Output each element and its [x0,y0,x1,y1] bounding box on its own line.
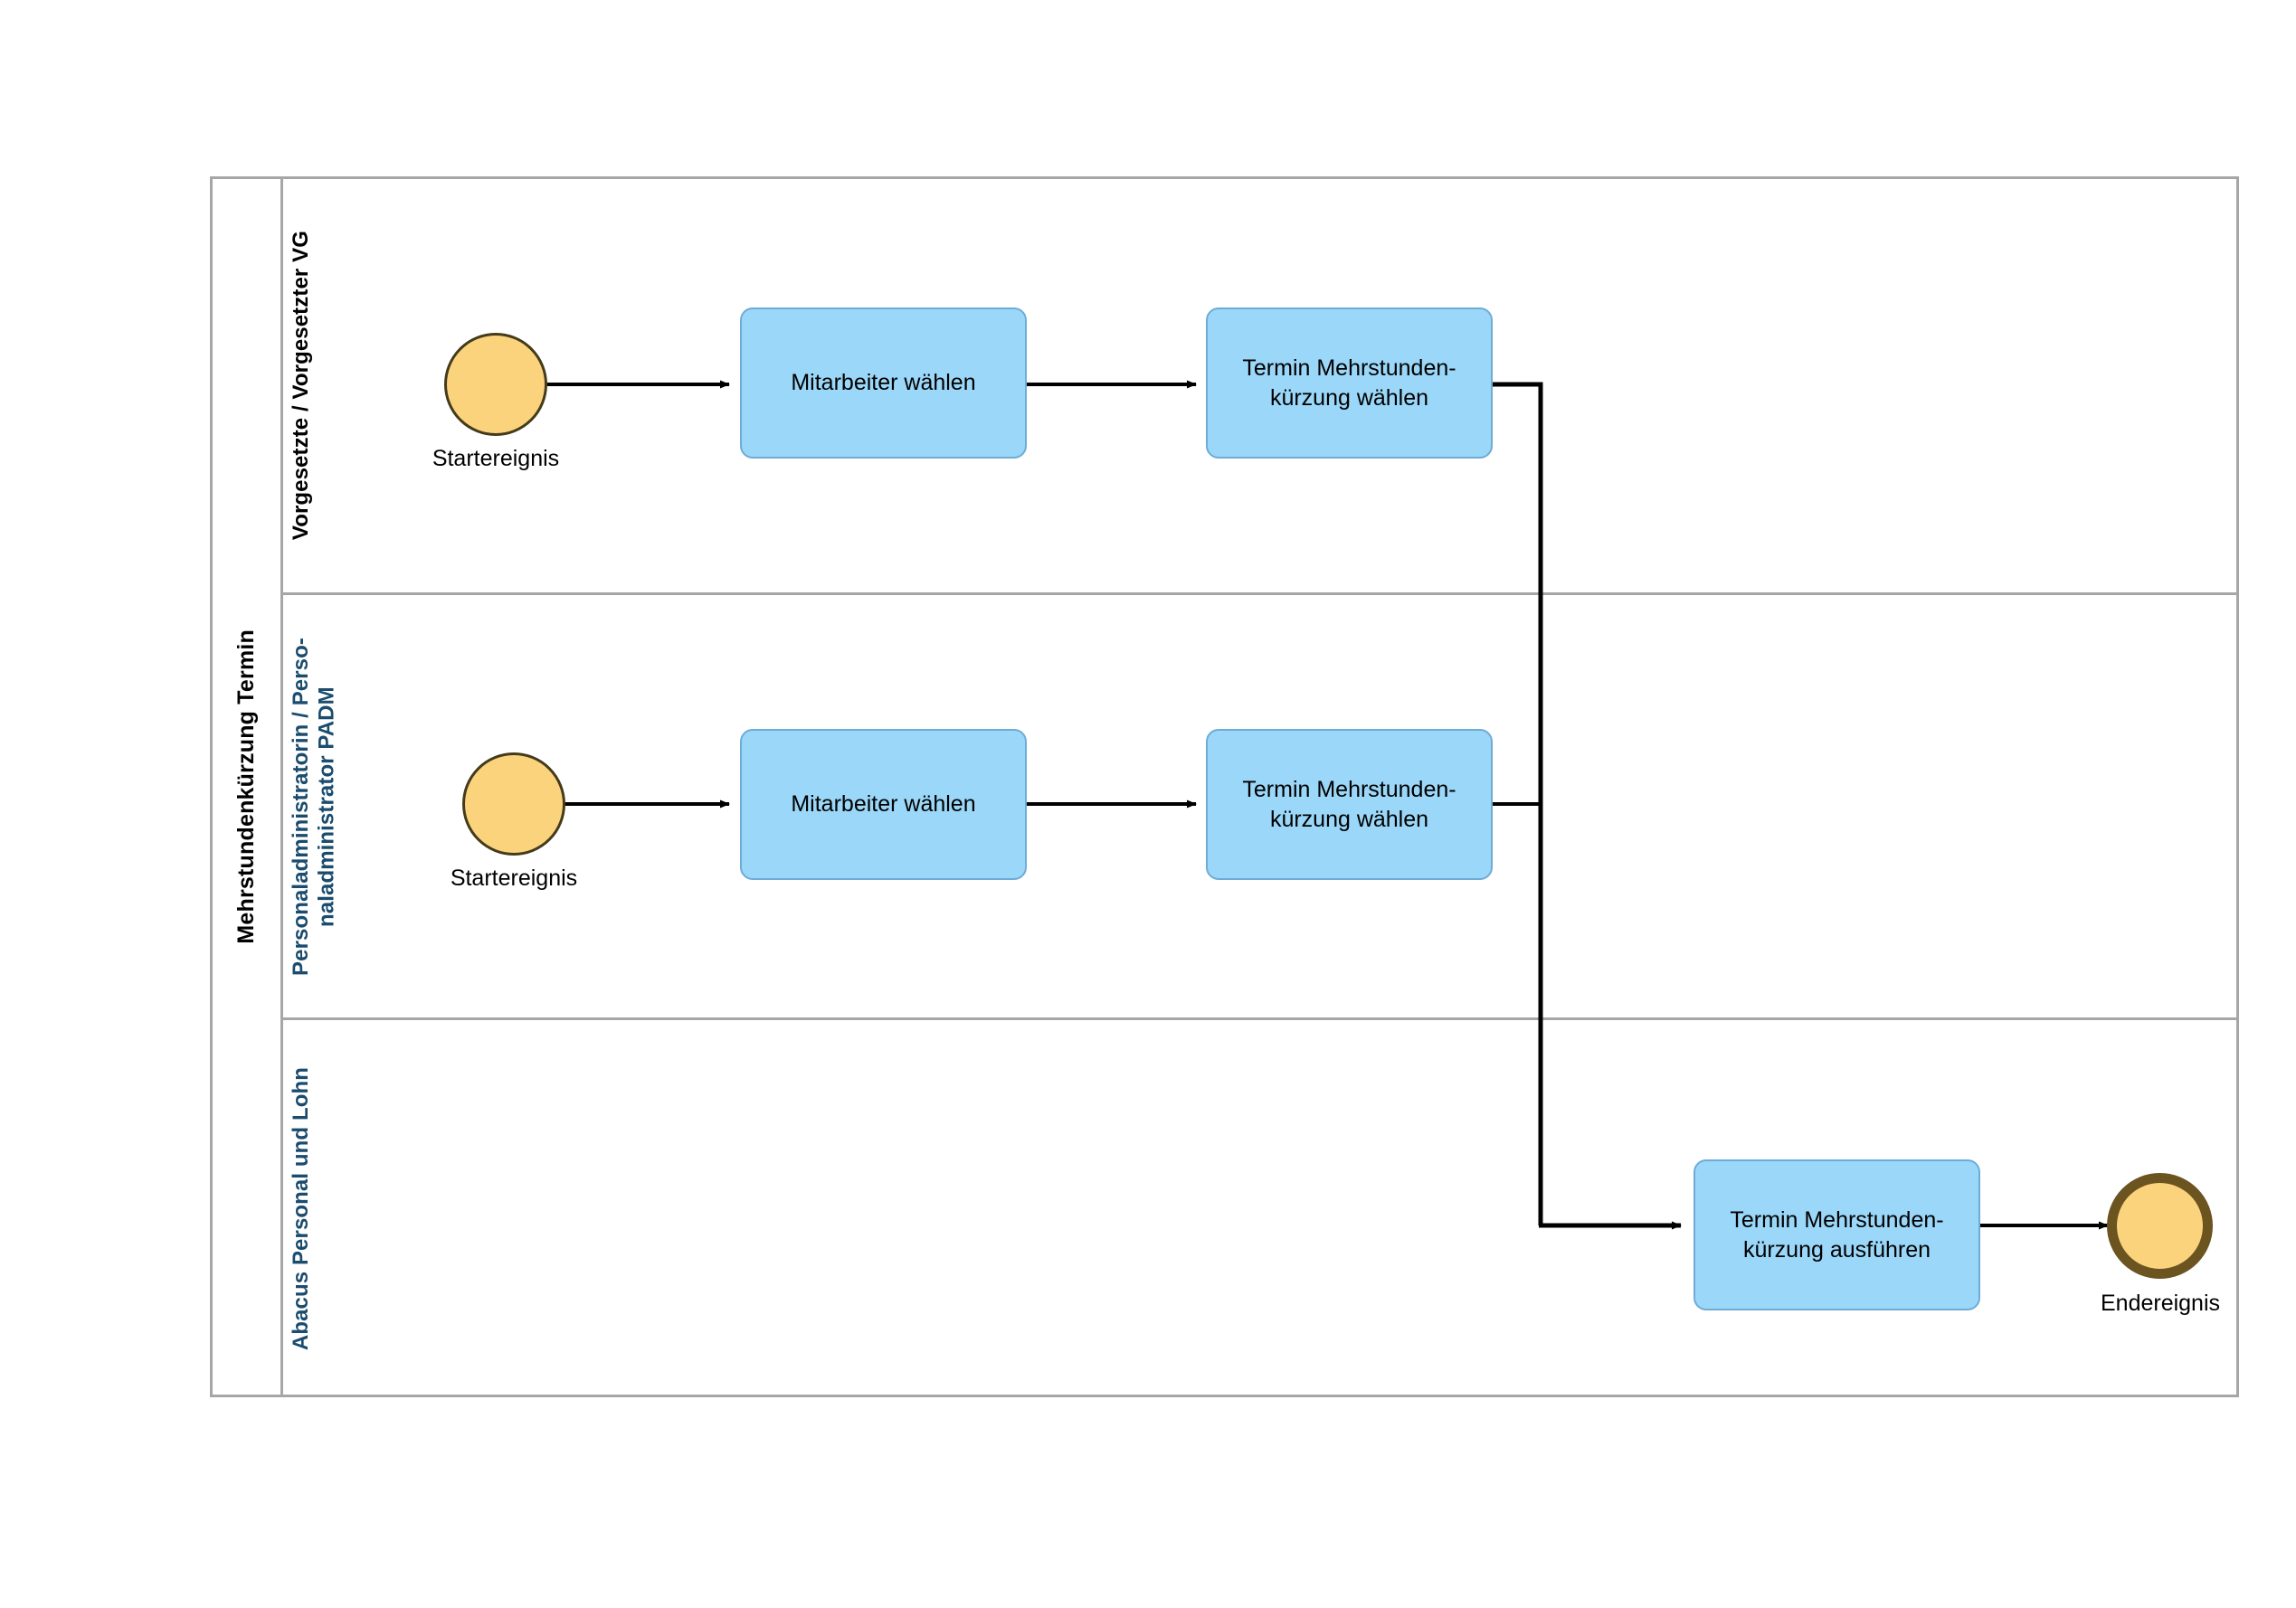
start-event-padm[interactable] [462,752,565,856]
task-abacus-termin-mehrstundenkuerzung-ausfuehren[interactable]: Termin Mehrstunden- kürzung ausführen [1694,1159,1980,1310]
start-event-padm-label: Startereignis [450,865,578,891]
lane-header-vorgesetzte-vg: Vorgesetzte / Vorgesetzter VG [283,179,374,592]
lane-title-personaladministrator-padm: Personaladministratorin / Perso- naladmi… [289,637,339,976]
lane-title-abacus-personal-und-lohn: Abacus Personal und Lohn [289,1066,313,1351]
task-padm-mitarbeiter-waehlen[interactable]: Mitarbeiter wählen [740,729,1027,880]
pool-title: Mehrstundenkürzung Termin [233,629,259,944]
start-event-vg-label: Startereignis [432,446,560,471]
pool-header: Mehrstundenkürzung Termin [213,179,283,1395]
end-event-abacus-label: Endereignis [2100,1291,2221,1316]
lane-abacus-personal-und-lohn[interactable]: Abacus Personal und Lohn [283,1017,2236,1397]
start-event-vg[interactable] [444,333,547,436]
lane-personaladministrator-padm[interactable]: Personaladministratorin / Perso- naladmi… [283,592,2236,1017]
end-event-abacus[interactable] [2107,1173,2213,1279]
task-vg-mitarbeiter-waehlen[interactable]: Mitarbeiter wählen [740,307,1027,459]
lane-header-personaladministrator-padm: Personaladministratorin / Perso- naladmi… [283,595,374,1017]
lane-header-abacus-personal-und-lohn: Abacus Personal und Lohn [283,1020,374,1397]
lane-title-vorgesetzte-vg: Vorgesetzte / Vorgesetzter VG [289,231,313,541]
task-padm-termin-mehrstundenkuerzung-waehlen[interactable]: Termin Mehrstunden- kürzung wählen [1206,729,1493,880]
task-vg-termin-mehrstundenkuerzung-waehlen[interactable]: Termin Mehrstunden- kürzung wählen [1206,307,1493,459]
lane-container: Vorgesetzte / Vorgesetzter VG Personalad… [283,179,2236,1395]
